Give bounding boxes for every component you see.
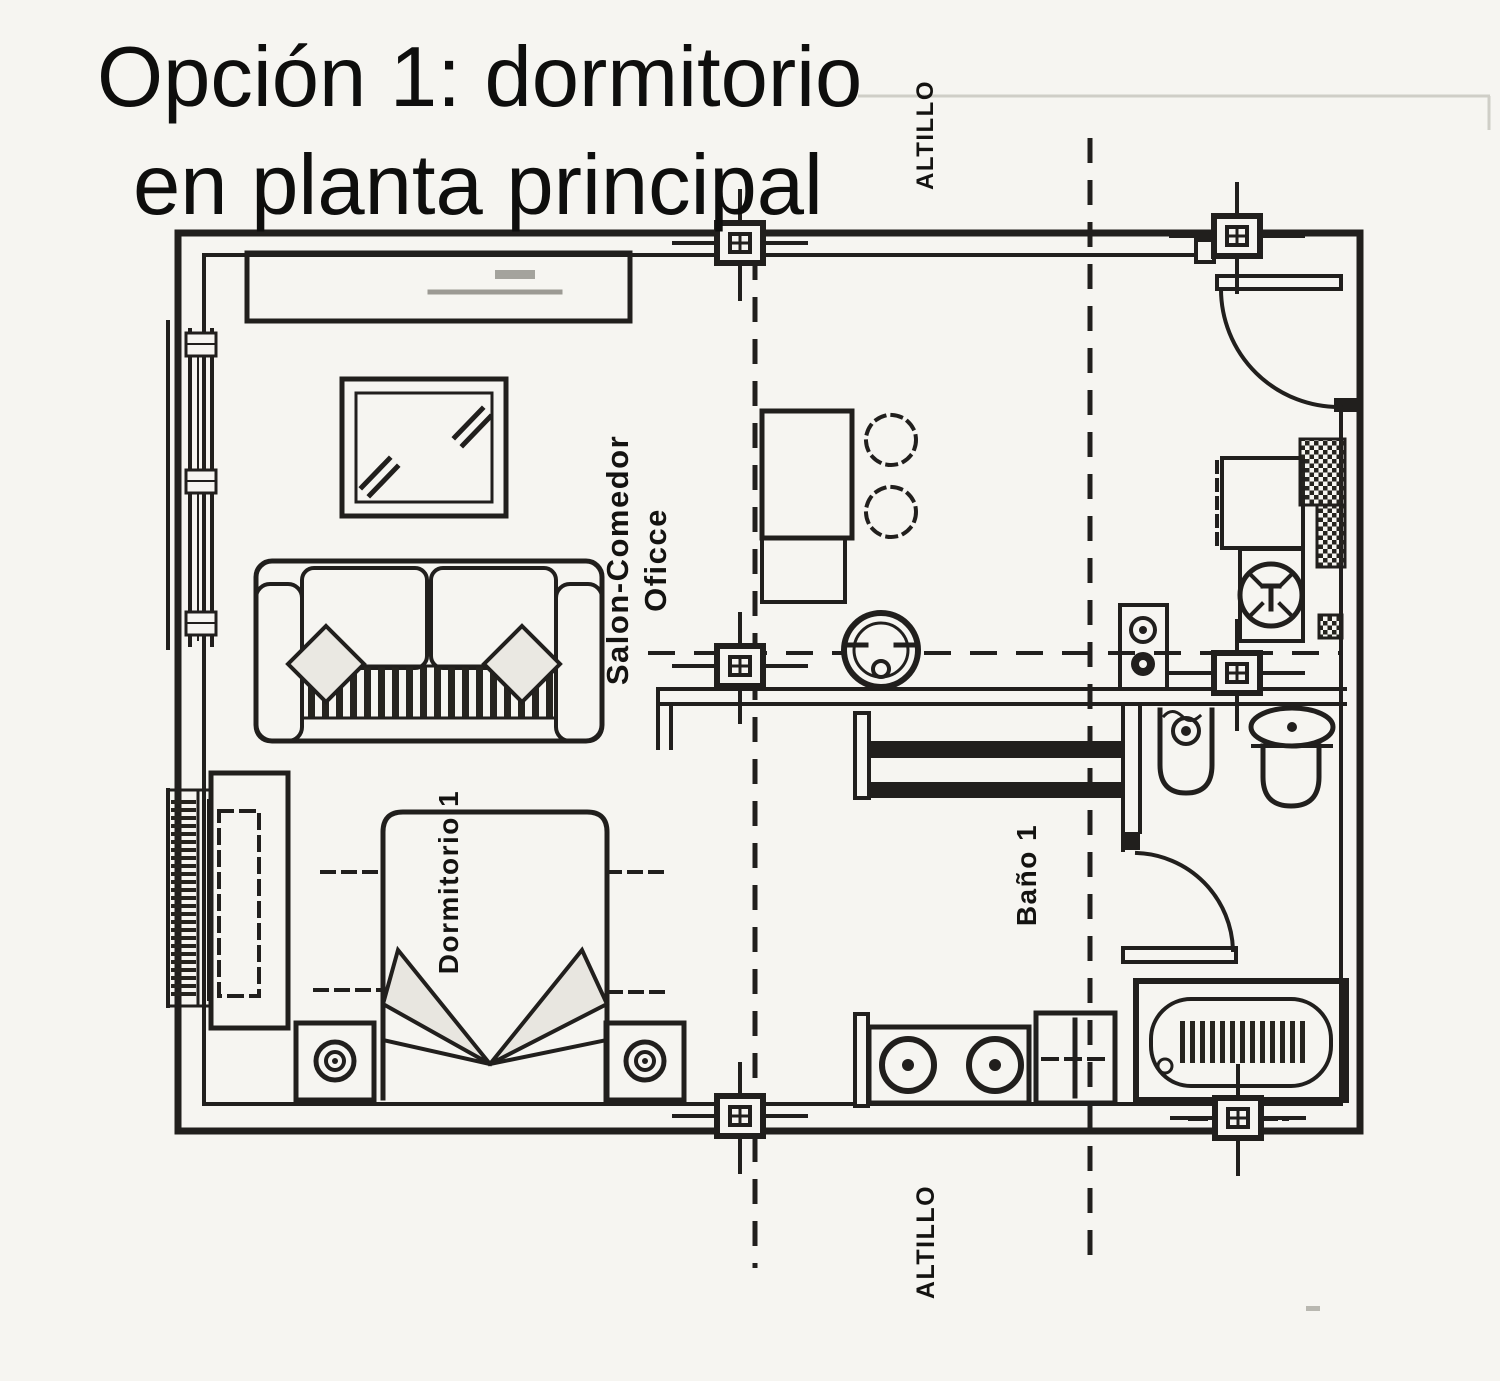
bath-cabinet [1033,1010,1118,1106]
wall-mirror [339,376,509,519]
sofa-pillow [481,623,563,705]
chair [864,485,918,539]
svg-text:Oficce: Oficce [638,508,673,612]
sofa [253,558,605,744]
altillo-top-label: ALTILLO [912,80,939,190]
stove [1237,547,1305,643]
scan-artifacts [858,94,1491,1311]
toilet [1248,705,1336,809]
nightstand [603,1020,687,1103]
sofa-pillow [285,623,367,705]
bathroom-door [1121,850,1238,964]
bed-projection-dashes [313,870,670,994]
bathroom-area [853,705,1349,1121]
dormitorio-label: Dormitorio 1 [433,790,464,974]
title-line-1: Opción 1: dormitorio [97,30,862,125]
shelving-hatched [1298,437,1347,640]
bano-label: Baño 1 [1011,824,1042,926]
wardrobe [208,770,291,1031]
title-block: Opción 1: dormitorio en planta principal [97,30,862,233]
kitchen-appliance [1118,603,1169,691]
doors [1121,274,1344,964]
kitchen-sink [841,610,921,690]
dining-table [759,408,855,604]
bathtub [1133,978,1349,1103]
vanity-double-sink [853,1012,1032,1108]
sideboard-shelf [244,250,633,324]
chair [864,413,918,467]
title-line-2: en planta principal [133,138,823,233]
room-labels: ALTILLO Salon-Comedor Oficce Dormitorio … [433,80,1042,1299]
interior-partitions [656,687,1347,852]
bidet [1157,707,1215,796]
salon-area [166,250,633,744]
altillo-bottom-label: ALTILLO [912,1185,940,1299]
svg-text:Salon-Comedor: Salon-Comedor [600,435,635,685]
salon-label: Salon-Comedor Oficce [600,435,673,685]
kitchen-area [759,408,1347,691]
bed-fold [488,946,610,1066]
bed [380,809,610,1101]
nightstand [293,1020,377,1103]
radiator-window [166,788,261,1008]
bedroom-area [166,770,687,1103]
salon-window [166,320,218,650]
entrance-door [1215,274,1344,410]
bed-fold [380,945,492,1066]
